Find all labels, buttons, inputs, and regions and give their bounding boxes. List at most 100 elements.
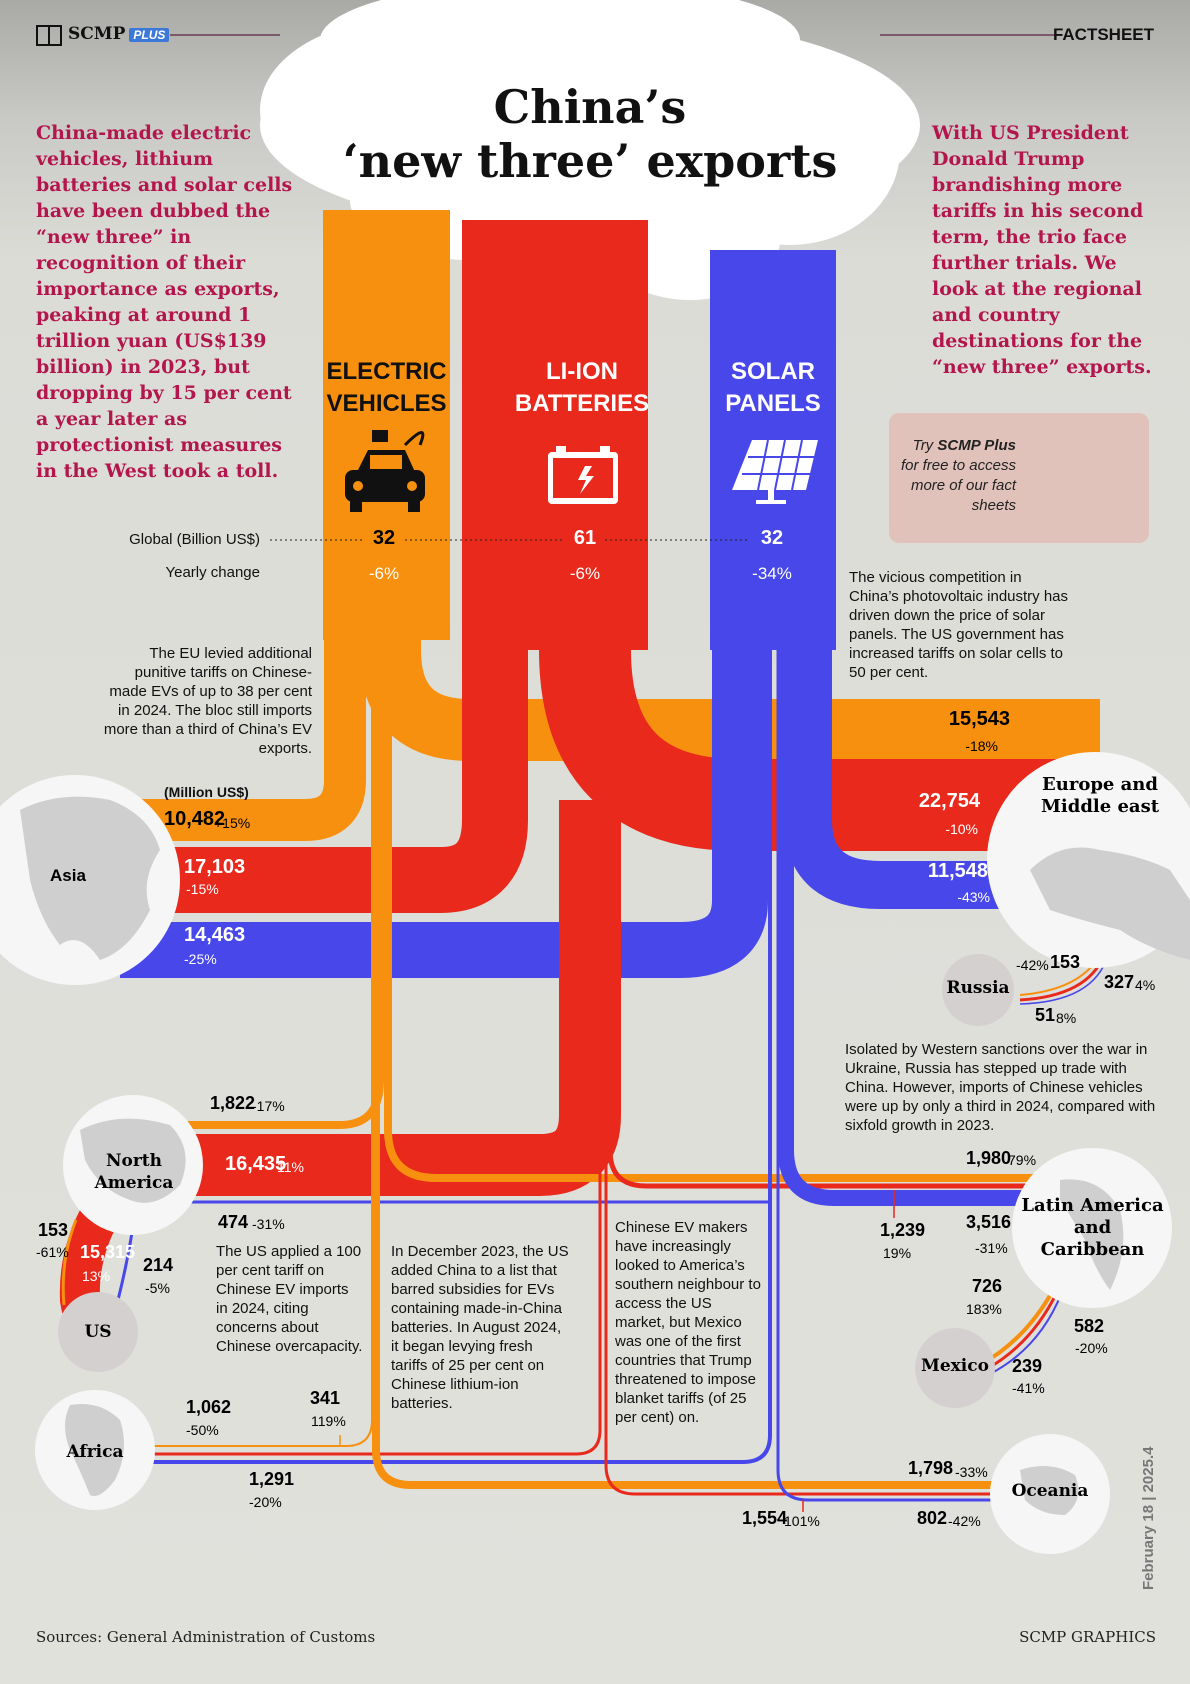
solar-global-value: 32	[752, 527, 792, 550]
credit: SCMP GRAPHICS	[1019, 1628, 1156, 1646]
solar-note: The vicious competition in China’s photo…	[849, 569, 1069, 681]
mexico-batteries-value: 582	[1074, 1316, 1105, 1336]
batteries-flow-africa	[150, 1100, 602, 1456]
cloud-shape	[260, 0, 920, 324]
battery-icon	[548, 446, 618, 504]
us-solar-change: -5%	[145, 1280, 170, 1296]
globe-russia	[942, 954, 1014, 1026]
batteries-flow-north-america	[150, 800, 621, 1196]
europe-batteries-change: -10%	[945, 821, 978, 837]
oceania-batteries-value: 1,554	[742, 1508, 788, 1528]
batteries-global-value: 61	[565, 527, 605, 550]
global-row-label: Global (Billion US$)	[129, 531, 260, 548]
ev-flow-africa	[150, 640, 373, 1447]
globe-africa	[35, 1390, 155, 1510]
ev-flow-asia	[120, 640, 366, 841]
globe-us	[58, 1292, 138, 1372]
us-name: US	[84, 1322, 112, 1342]
asia-batteries-change: -15%	[186, 881, 219, 897]
solar-flow-asia	[120, 650, 768, 978]
oceania-ev-change: -33%	[955, 1464, 988, 1480]
north-america-ev-value: 1,822	[210, 1093, 256, 1113]
africa-solar-value: 1,291	[249, 1469, 295, 1489]
us-solar-value: 214	[143, 1255, 174, 1275]
us-ev-change: -61%	[36, 1244, 69, 1260]
page-title: China’s ‘new three’ exports	[330, 80, 850, 188]
mexico-batteries-change: -20%	[1075, 1340, 1108, 1356]
title-line-1: China’s	[493, 80, 687, 134]
sources: Sources: General Administration of Custo…	[36, 1628, 376, 1646]
ev-flow-oceania	[372, 640, 1000, 1489]
oceania-solar-value: 802	[917, 1508, 948, 1528]
north-america-batteries-change: 11%	[277, 1159, 304, 1175]
europe-solar-value: 11,548	[927, 860, 988, 882]
intro-left: China-made electric vehicles, lithium ba…	[36, 122, 293, 482]
scmp-logo-icon	[36, 25, 62, 46]
title-line-2: ‘new three’ exports	[342, 134, 838, 188]
russia-ev-change: -42%	[1016, 957, 1049, 973]
latin-america-batteries-value: 1,239	[880, 1220, 926, 1240]
latin-america-solar-value: 3,516	[966, 1212, 1012, 1232]
europe-solar-change: -43%	[957, 889, 990, 905]
asia-solar-change: -25%	[184, 951, 217, 967]
us-ev-value: 153	[38, 1220, 69, 1240]
oceania-ev-value: 1,798	[908, 1458, 954, 1478]
oceania-name: Oceania	[1011, 1481, 1089, 1501]
solar-flow-africa	[150, 650, 772, 1464]
globe-latin-america	[1012, 1148, 1172, 1308]
batteries-flow-latin-america	[607, 1100, 1050, 1189]
africa-solar-change: -20%	[249, 1494, 282, 1510]
solar-panel-icon	[732, 439, 818, 504]
globe-asia	[0, 775, 180, 985]
oceania-batteries-change: 101%	[784, 1513, 820, 1529]
russia-batteries-value: 327	[1104, 972, 1135, 992]
car-plug-icon	[345, 430, 425, 512]
russia-ev-value: 153	[1050, 952, 1081, 972]
russia-solar-value: 51	[1035, 1005, 1056, 1025]
solar-flow-latin-america	[778, 650, 1050, 1206]
change-row-label: Yearly change	[165, 564, 260, 581]
mexico-note: Chinese EV makers have increasingly look…	[615, 1219, 761, 1426]
europe-ev-value: 15,543	[948, 708, 1010, 730]
north-america-ev-change: -17%	[252, 1098, 285, 1114]
brand-name: SCMP	[68, 24, 126, 44]
russia-solar-change: 8%	[1056, 1010, 1077, 1026]
batteries-flow-oceania	[604, 1100, 1000, 1496]
section-label: FACTSHEET	[1052, 25, 1154, 44]
europe-ev-change: -18%	[965, 738, 998, 754]
europe-batteries-value: 22,754	[918, 790, 980, 812]
mexico-ev-value: 726	[972, 1276, 1003, 1296]
batteries-note: In December 2023, the US added China to …	[391, 1243, 569, 1412]
russia-name: Russia	[946, 978, 1010, 998]
mexico-ev-change: 183%	[966, 1301, 1002, 1317]
promo-text[interactable]: Try SCMP Plus for free to access more of…	[900, 437, 1016, 514]
north-america-solar-value: 474	[218, 1212, 249, 1232]
asia-ev-value: 10,482	[164, 808, 226, 830]
us-flow-ev	[61, 1219, 78, 1306]
ev-global-change: -6%	[368, 564, 400, 583]
russia-batteries-change: 4%	[1135, 977, 1156, 993]
latin-america-batteries-change: 19%	[883, 1245, 912, 1261]
brand-plus-badge: PLUS	[129, 28, 170, 42]
promo-box[interactable]	[889, 413, 1149, 543]
africa-name: Africa	[66, 1442, 124, 1462]
asia-ev-change: +15%	[214, 815, 251, 831]
mexico-flow-solar	[989, 1291, 1063, 1375]
latin-america-ev-value: 1,980	[966, 1148, 1012, 1168]
asia-batteries-value: 17,103	[184, 856, 246, 878]
publish-date: February 18 | 2025.4	[1140, 1446, 1157, 1590]
mexico-solar-value: 239	[1012, 1356, 1043, 1376]
mexico-solar-change: -41%	[1012, 1380, 1045, 1396]
globe-mexico	[915, 1328, 995, 1408]
us-batteries-value: 15,315	[80, 1242, 136, 1262]
north-america-batteries-value: 16,435	[225, 1153, 287, 1175]
north-america-solar-change: -31%	[252, 1216, 285, 1232]
